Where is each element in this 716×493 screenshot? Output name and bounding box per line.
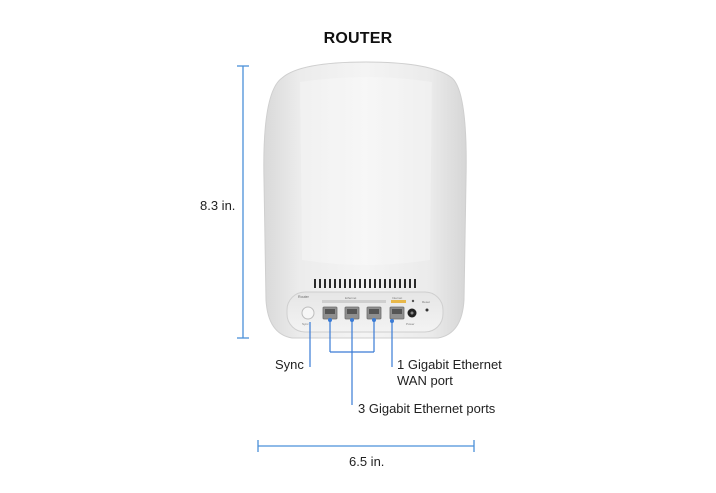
lan-callout-label: 3 Gigabit Ethernet ports — [358, 401, 496, 416]
device-reset-label: Reset — [422, 300, 430, 304]
ethernet-strip — [322, 300, 386, 303]
lan-port — [344, 306, 360, 320]
reset-hole — [425, 308, 429, 312]
led-indicator — [411, 299, 415, 303]
device-internet-label: Internet — [392, 296, 402, 300]
device-ethernet-label: Ethernet — [345, 296, 357, 300]
internet-strip — [391, 300, 406, 303]
height-dimension-line — [237, 65, 249, 339]
width-label: 6.5 in. — [349, 454, 385, 469]
wan-callout-label-line2: WAN port — [397, 373, 453, 388]
device-brand-label: Router — [298, 295, 310, 299]
callout-dots — [328, 318, 394, 323]
width-dimension-line — [257, 440, 475, 452]
sync-callout-label: Sync — [275, 357, 304, 372]
device-power-label: Power — [406, 322, 415, 326]
lan-port — [322, 306, 338, 320]
callout-lines — [309, 320, 393, 405]
port-panel — [286, 291, 444, 333]
diagram-title: ROUTER — [323, 30, 393, 47]
lan-port — [366, 306, 382, 320]
height-label: 8.3 in. — [200, 198, 236, 213]
vent-grille — [314, 279, 416, 288]
router-body — [263, 61, 467, 339]
sync-button — [301, 306, 315, 320]
device-sync-label: Sync — [302, 322, 309, 326]
wan-callout-label-line1: 1 Gigabit Ethernet — [397, 357, 502, 372]
wan-port — [389, 306, 405, 320]
